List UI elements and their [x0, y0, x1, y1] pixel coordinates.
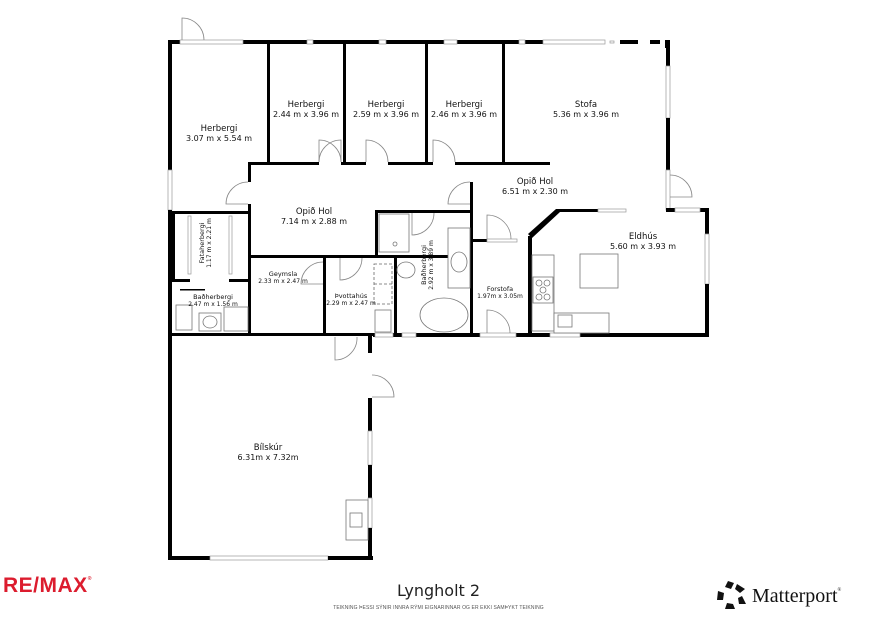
room-name: Geymsla	[268, 270, 298, 278]
room-dims: 6.31m x 7.32m	[237, 453, 299, 462]
room-label-badherbergi-1: Baðherbergi 2.92 m x 3.89 m	[420, 235, 436, 295]
disclaimer-text: TEIKNING ÞESSI SÝNIR INNRA RÝMI EIGNARIN…	[333, 605, 544, 611]
room-dims: 2.92 m x 3.89 m	[428, 240, 435, 290]
room-name: Opið Hol	[516, 177, 554, 187]
room-name: Stofa	[574, 100, 598, 110]
room-name: Bílskúr	[253, 443, 283, 453]
room-dims: 2.46 m x 3.96 m	[430, 110, 498, 119]
room-name: Fataherbergi	[198, 222, 206, 264]
room-dims: 2.44 m x 3.96 m	[272, 110, 340, 119]
room-name: Eldhús	[628, 232, 658, 242]
registered-mark: ®	[87, 576, 92, 582]
room-dims: 5.36 m x 3.96 m	[552, 110, 620, 119]
room-name: Herbergi	[445, 100, 483, 110]
room-name: Baðherbergi	[193, 293, 233, 301]
room-dims: 7.14 m x 2.88 m	[280, 217, 348, 226]
room-dims: 2.33 m x 2.47 m	[258, 278, 308, 285]
remax-logo-text: RE/MAX	[3, 574, 88, 597]
room-name: Forstofa	[486, 285, 514, 293]
room-name: Herbergi	[367, 100, 405, 110]
registered-mark: ®	[837, 588, 842, 593]
room-name: Herbergi	[287, 100, 325, 110]
room-dims: 1.97m x 3.05m	[477, 293, 523, 300]
remax-logo: RE/MAX®	[3, 574, 92, 598]
room-dims: 2.29 m x 2.47 m	[326, 300, 376, 307]
property-title: Lyngholt 2	[396, 581, 481, 600]
room-dims: 2.59 m x 3.96 m	[352, 110, 420, 119]
room-name: Baðherbergi	[420, 245, 428, 285]
room-dims: 3.07 m x 5.54 m	[185, 134, 253, 143]
matterport-wordmark: Matterport	[752, 585, 838, 607]
room-dims: 6.51 m x 2.30 m	[501, 187, 569, 196]
room-name: Herbergi	[200, 124, 238, 134]
matterport-logo-text: Matterport®	[752, 585, 841, 608]
room-label-fataherbergi: Fataherbergi 1.17 m x 2.21 m	[198, 213, 214, 273]
room-name: Þvottahús	[334, 292, 368, 300]
matterport-logo-icon	[717, 581, 746, 609]
room-dims: 1.17 m x 2.21 m	[206, 218, 213, 268]
room-dims: 5.60 m x 3.93 m	[609, 242, 677, 251]
room-name: Opið Hol	[295, 207, 333, 217]
room-dims: 2.47 m x 1.56 m	[188, 301, 238, 308]
